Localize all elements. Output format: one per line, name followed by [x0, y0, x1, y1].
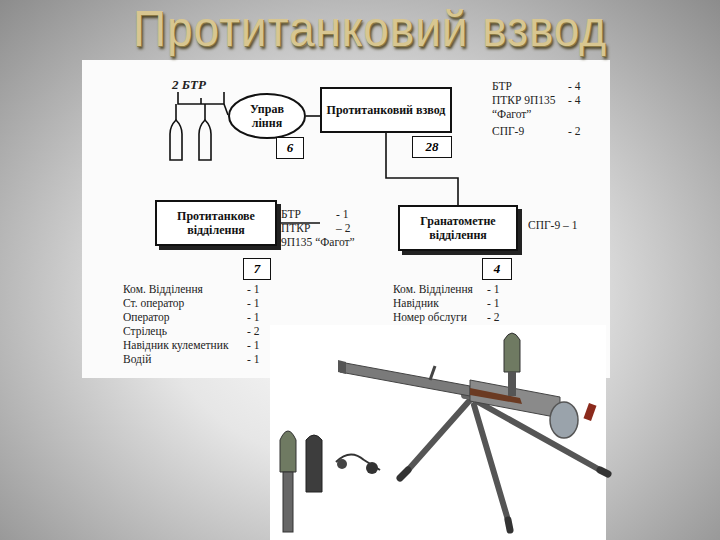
strength-number: 6	[276, 137, 304, 159]
text-label: Навідник кулеметник	[123, 339, 228, 352]
launcher-tube	[338, 360, 596, 438]
unit-box: Протитанковий взвод	[320, 87, 452, 133]
text-label: - 1	[247, 353, 259, 366]
text-label: Водій	[123, 353, 151, 366]
node-text: Протитанкове відділення	[157, 209, 275, 237]
text-label: СПГ-9 – 1	[528, 219, 577, 232]
text-label: БТР	[492, 80, 512, 93]
unit-box: Гранатометне відділення	[398, 205, 518, 251]
unit-box: Протитанкове відділення	[155, 200, 277, 246]
text-label: Стрілець	[123, 325, 167, 338]
text-label: “Фагот”	[492, 108, 531, 121]
round	[504, 333, 520, 396]
org-connector	[386, 133, 458, 205]
node-text: Гранатометне відділення	[400, 214, 516, 242]
text-label: Ст. оператор	[123, 297, 184, 310]
text-label: Оператор	[123, 311, 170, 324]
text-label: ПТКР 9П135	[492, 94, 556, 107]
text-label: ПТКР	[281, 222, 310, 235]
text-label: Ком. Відділення	[393, 283, 473, 296]
text-label: - 1	[487, 297, 499, 310]
strength-number: 7	[243, 258, 271, 280]
org-connector	[306, 115, 320, 117]
text-label: - 1	[247, 311, 259, 324]
text-label: - 1	[247, 339, 259, 352]
text-label: - 1	[487, 283, 499, 296]
text-label: - 1	[247, 297, 259, 310]
node-text: Протитанковий взвод	[323, 103, 450, 117]
number-text: 7	[254, 261, 261, 277]
command-ellipse: Управ ління	[228, 93, 306, 139]
strength-number: 4	[482, 258, 512, 280]
node-text: Управ ління	[239, 102, 295, 130]
text-label: - 2	[568, 125, 580, 138]
text-label: Навідник	[393, 297, 439, 310]
text-label: 2 БТР	[172, 78, 206, 91]
photo-ground	[270, 325, 606, 540]
strength-number: 28	[412, 136, 452, 158]
text-label: - 2	[487, 311, 499, 324]
text-label: Номер обслуги	[393, 311, 467, 324]
number-text: 6	[287, 140, 294, 156]
text-label: - 1	[336, 208, 348, 221]
btr-icons	[170, 92, 228, 160]
rounds	[280, 431, 380, 532]
slide-title: Протитанковий взвод	[30, 0, 711, 58]
text-label: - 1	[247, 283, 259, 296]
text-label: БТР	[281, 208, 301, 221]
tripod	[400, 395, 608, 530]
text-label: - 2	[247, 325, 259, 338]
number-text: 28	[426, 139, 439, 155]
text-label: Ком. Відділення	[123, 283, 203, 296]
text-label: - 4	[568, 80, 580, 93]
text-label: – 2	[336, 222, 350, 235]
number-text: 4	[494, 261, 501, 277]
text-label: СПГ-9	[492, 125, 524, 138]
text-label: - 4	[568, 94, 580, 107]
text-label: 9П135 “Фагот”	[281, 236, 355, 249]
